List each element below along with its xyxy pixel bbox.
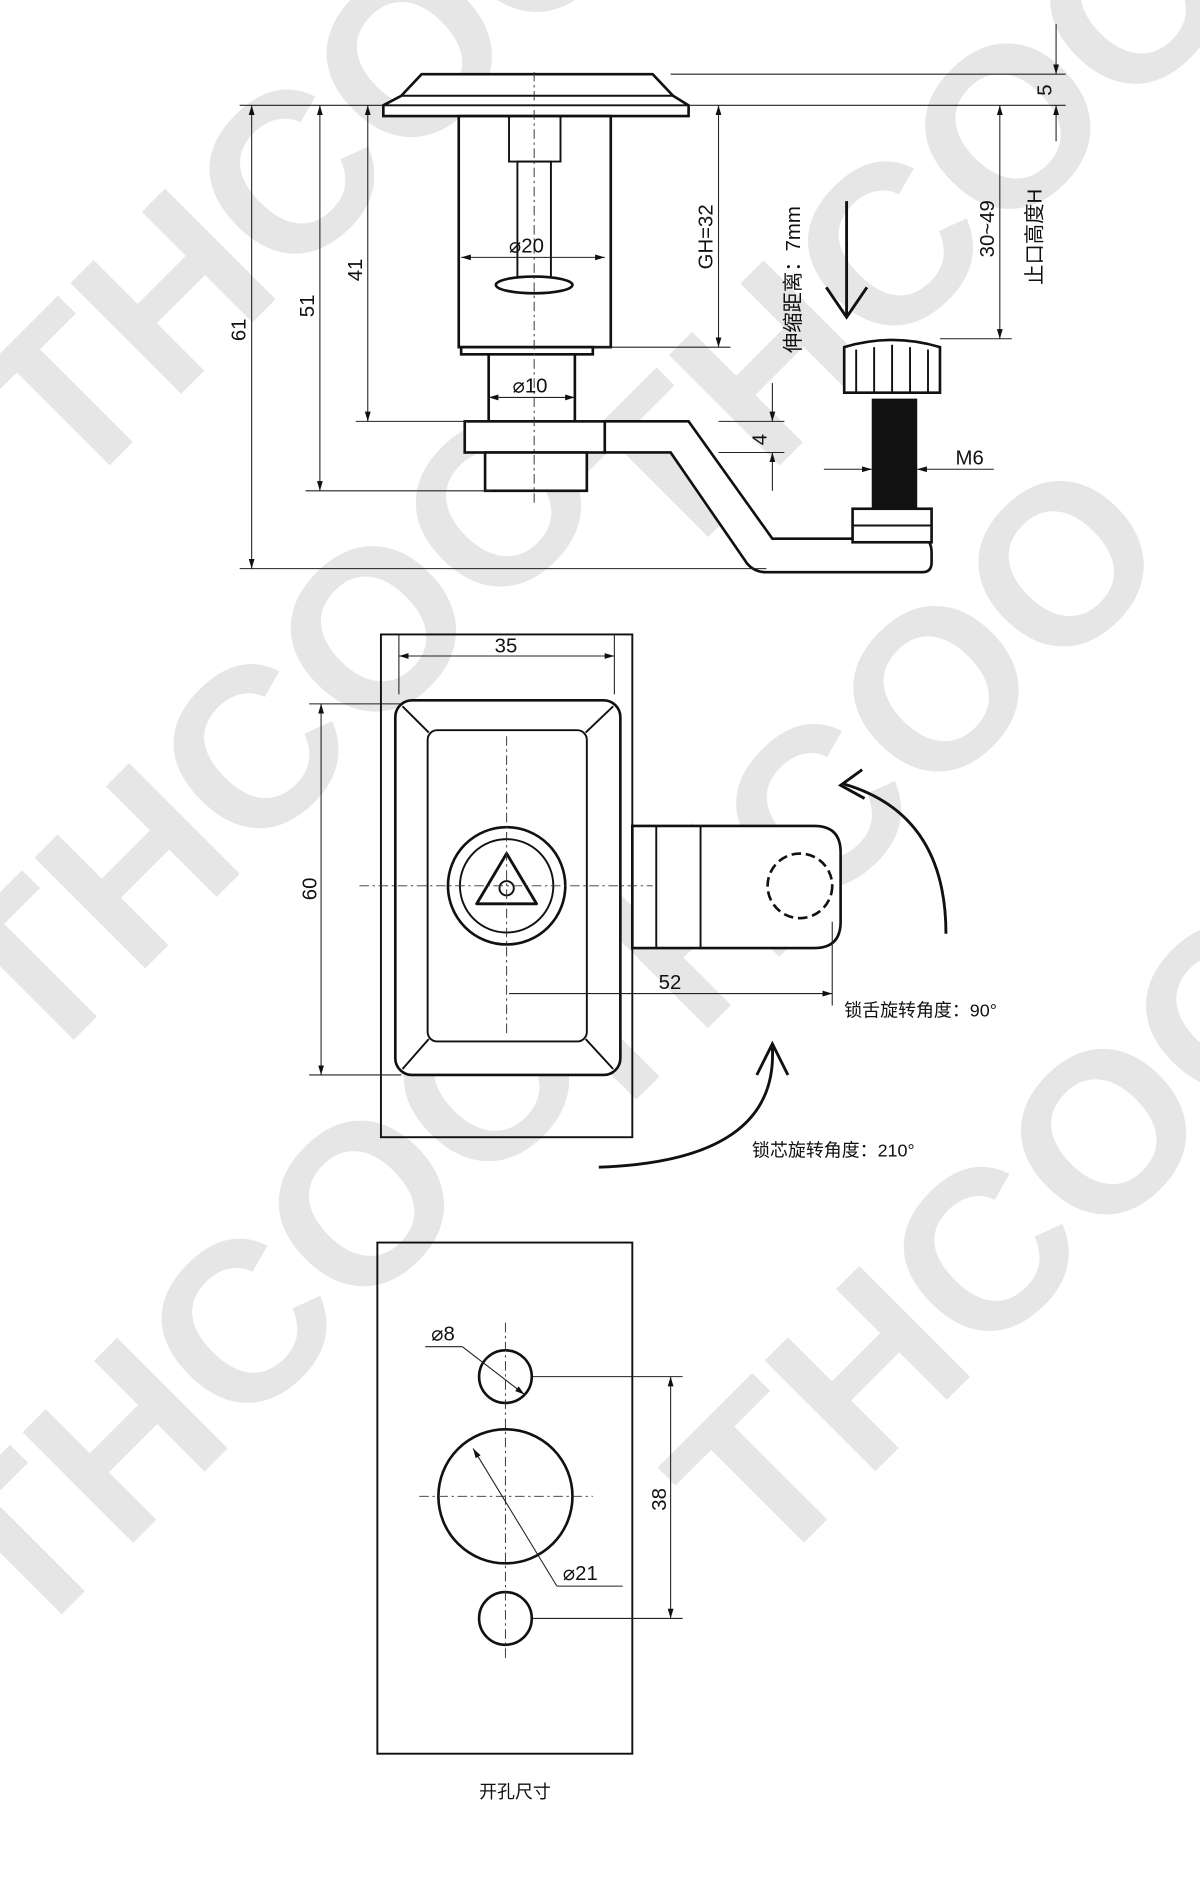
- small-hole-diameter: ⌀8: [431, 1324, 455, 1346]
- hole-spacing: 38: [649, 1488, 671, 1511]
- dim-neck-diameter: ⌀10: [513, 376, 548, 398]
- cutout-panel: [376, 1241, 634, 1755]
- dim-gh: GH=32: [696, 204, 718, 269]
- dim-cam-thickness: 4: [749, 434, 771, 445]
- dim-arm-length: 52: [659, 972, 682, 994]
- thread-label: M6: [956, 447, 984, 469]
- dim-41: 41: [345, 259, 367, 282]
- side-view: 61 51 41 GH=32 5 30~49 止口高度H 伸缩距离：7mm ⌀2…: [229, 23, 1066, 574]
- lock-body: [457, 114, 613, 349]
- grip-height-label: 止口高度H: [1024, 189, 1047, 285]
- push-arrow-icon: [825, 201, 869, 320]
- core-rotation-arrow-icon: [598, 1040, 790, 1169]
- dim-grip-range: 30~49: [977, 200, 999, 257]
- cutout-caption: 开孔尺寸: [479, 1782, 551, 1802]
- stroke-label: 伸缩距离：7mm: [782, 206, 805, 353]
- bezel-inner: [426, 729, 588, 1043]
- mount-plate: [463, 420, 607, 454]
- threaded-bolt: [871, 398, 918, 509]
- core-rotation-note: 锁芯旋转角度：210°: [752, 1140, 915, 1160]
- spline-hole: [766, 852, 834, 920]
- mount-nut: [483, 451, 589, 493]
- cam-rotation-note: 锁舌旋转角度：90°: [844, 1000, 997, 1020]
- lock-neck: [487, 353, 577, 423]
- dim-width: 35: [495, 635, 518, 657]
- dim-total-height: 61: [229, 319, 251, 342]
- cam-rotation-arrow-icon: [837, 768, 948, 934]
- dim-head-height: 5: [1034, 84, 1056, 95]
- cutout-view: ⌀8 ⌀21 38 开孔尺寸: [376, 1241, 683, 1802]
- dim-height: 60: [299, 878, 321, 901]
- large-hole-diameter: ⌀21: [563, 1563, 598, 1585]
- dim-51: 51: [297, 295, 319, 318]
- dim-body-diameter: ⌀20: [509, 236, 544, 258]
- front-view: 35 60 52 锁舌旋转角度：90° 锁芯旋转角度：210°: [299, 633, 997, 1169]
